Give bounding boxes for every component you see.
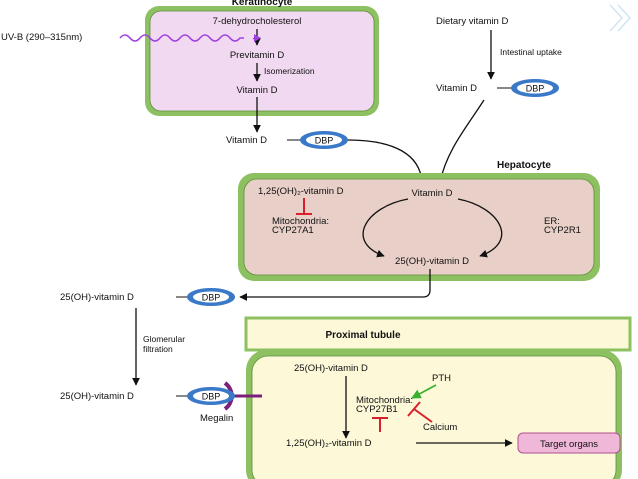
- inhibitor-1-25oh2-vitamin-d: 1,25(OH)₂-vitamin D: [258, 186, 344, 197]
- hepatocyte-title: Hepatocyte: [497, 160, 551, 171]
- cyp27b1-label: CYP27B1: [356, 404, 398, 415]
- proximal-tubule-outline: [244, 316, 632, 479]
- arrow-dietary-to-liver: [437, 99, 485, 183]
- isomerization-label: Isomerization: [264, 66, 315, 76]
- uvb-wave: [119, 34, 244, 42]
- cyp27a1-label: CYP27A1: [272, 225, 314, 236]
- mitochondria-label-kidney: Mitochondria:: [356, 395, 413, 406]
- circulating-25oh-vitamin-d: 25(OH)-vitamin D: [60, 292, 134, 303]
- mitochondria-label-liver: Mitochondria:: [272, 216, 329, 227]
- glomerular-label: Glomerular: [143, 334, 185, 344]
- arrow-liver-left-arc: [362, 198, 409, 258]
- target-organs-box: Target organs: [517, 432, 621, 454]
- filtration-label: filtration: [143, 344, 173, 354]
- er-label: ER:: [544, 216, 560, 227]
- keratinocyte-title: Keratinocyte: [232, 0, 293, 8]
- pth-activation-arrow: [411, 384, 437, 399]
- intestinal-uptake-label: Intestinal uptake: [500, 47, 562, 57]
- tubule-1-25oh2-vitamin-d: 1,25(OH)₂-vitamin D: [286, 438, 372, 449]
- inhibition-symbol-cyp27a1: [296, 198, 312, 215]
- megalin-label: Megalin: [200, 413, 233, 424]
- dbp-label-filtered: DBP: [202, 392, 221, 402]
- compound-vitamin-d-skin: Vitamin D: [236, 85, 277, 96]
- uvb-arrowhead: [254, 34, 261, 42]
- dbp-pill-dietary: DBP: [511, 79, 559, 97]
- filtered-25oh-vitamin-d: 25(OH)-vitamin D: [60, 391, 134, 402]
- hepatocyte-cell: [238, 173, 600, 281]
- target-organs-label: Target organs: [540, 439, 598, 450]
- dbp-label-circulating: DBP: [202, 293, 221, 303]
- vitamin-d-circulating-label: Vitamin D: [226, 135, 267, 146]
- tubule-25oh-vitamin-d: 25(OH)-vitamin D: [294, 363, 368, 374]
- arrow-liver-to-circulation: [239, 269, 431, 301]
- uvb-label: UV-B (290–315nm): [1, 32, 82, 43]
- dbp-pill-circulating: DBP: [187, 288, 235, 306]
- decorative-chevrons: [609, 4, 632, 32]
- dbp-pill-filtered: DBP: [187, 387, 235, 405]
- proximal-tubule-title: Proximal tubule: [325, 330, 400, 341]
- vitamin-d-dietary-label: Vitamin D: [436, 83, 477, 94]
- pth-label: PTH: [432, 373, 451, 384]
- dbp-label-skin: DBP: [315, 136, 334, 146]
- hepatocyte-25oh-vitamin-d: 25(OH)-vitamin D: [395, 256, 469, 267]
- calcium-inhibition: [407, 401, 433, 423]
- dbp-label-dietary: DBP: [526, 84, 545, 94]
- inhibition-symbol-product: [372, 417, 388, 432]
- dbp-pill-skin: DBP: [300, 131, 348, 149]
- cyp2r1-label: CYP2R1: [544, 225, 581, 236]
- dietary-vitamin-d-label: Dietary vitamin D: [436, 16, 508, 27]
- compound-previtamin-d: Previtamin D: [230, 50, 285, 61]
- keratinocyte-cell: [145, 6, 379, 116]
- calcium-label: Calcium: [423, 422, 457, 433]
- arrow-liver-right-arc: [457, 198, 503, 258]
- compound-7-dehydrocholesterol: 7-dehydrocholesterol: [213, 16, 302, 27]
- hepatocyte-vitamin-d: Vitamin D: [411, 188, 452, 199]
